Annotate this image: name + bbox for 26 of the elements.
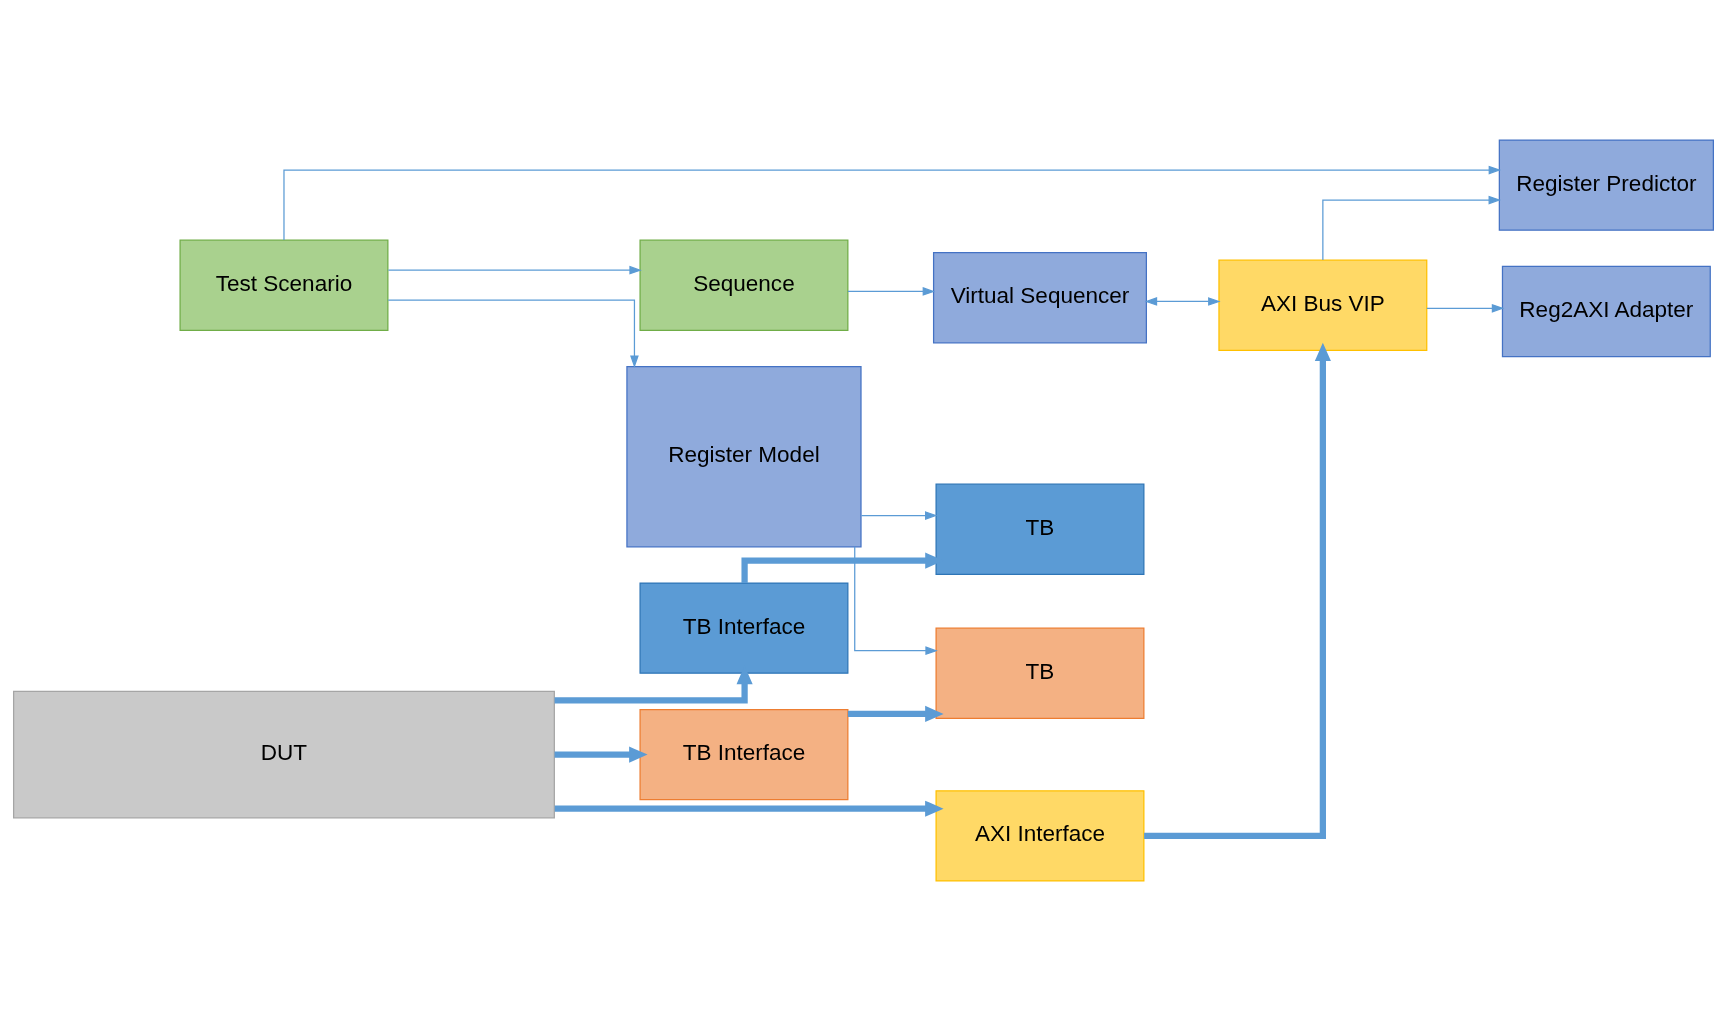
arrow <box>1322 195 1502 261</box>
node-box: TB <box>935 627 1145 719</box>
node-box: Test Scenario <box>179 239 389 331</box>
node-box: Sequence <box>639 239 849 331</box>
arrow <box>847 286 936 296</box>
arrow <box>554 746 648 763</box>
arrow <box>847 705 944 722</box>
arrow <box>554 800 944 817</box>
node-box: Virtual Sequencer <box>932 251 1147 343</box>
arrow <box>1144 296 1221 306</box>
arrow <box>387 299 639 368</box>
node-box: Reg2AXI Adapter <box>1501 265 1711 357</box>
arrow <box>854 545 938 655</box>
arrow <box>283 165 1502 241</box>
node-box: AXI Bus VIP <box>1218 259 1428 351</box>
node-box: TB <box>935 483 1145 575</box>
node-box: Register Model <box>626 365 862 547</box>
node-box: Register Predictor <box>1498 138 1714 231</box>
node-box: AXI Interface <box>935 789 1145 882</box>
node-box: TB Interface <box>639 708 849 800</box>
arrow <box>860 510 938 520</box>
node-box: TB Interface <box>639 581 849 674</box>
arrow <box>1144 342 1331 839</box>
arrow <box>387 265 642 275</box>
arrow <box>1426 303 1505 313</box>
node-box: DUT <box>13 690 555 818</box>
